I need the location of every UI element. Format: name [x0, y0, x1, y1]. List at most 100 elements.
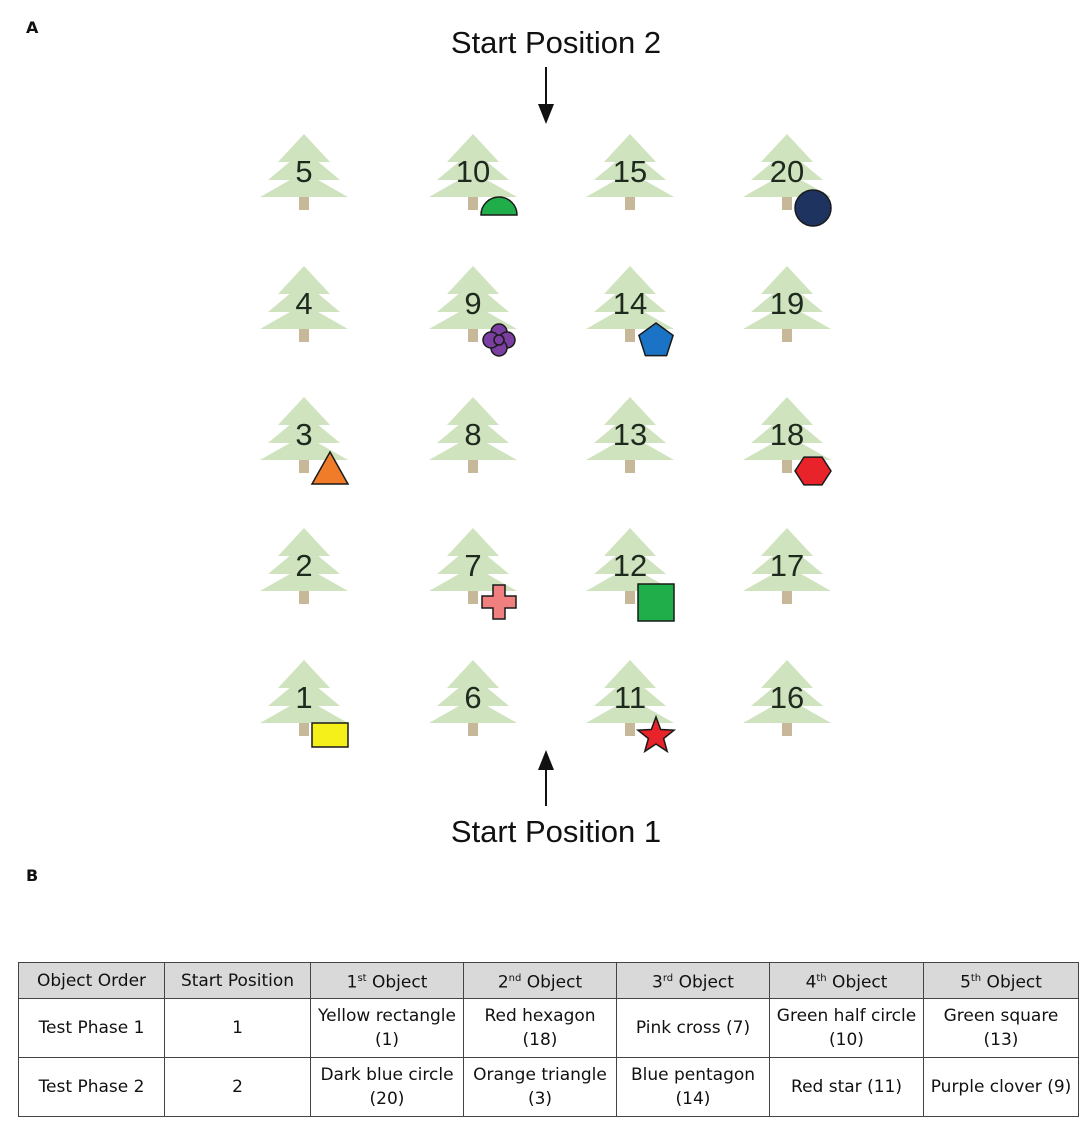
- tree-number: 12: [613, 548, 647, 583]
- panel-label-a: A: [26, 18, 39, 37]
- object-star: [635, 714, 677, 754]
- table-cell: Dark blue circle (20): [310, 1057, 464, 1117]
- tree-foliage: [761, 528, 813, 556]
- tree-6: 6: [429, 660, 517, 736]
- tree-trunk: [625, 720, 635, 736]
- tree-foliage: [447, 660, 499, 688]
- header-4th-object: 4th Object: [769, 962, 924, 999]
- tree-foliage: [437, 282, 509, 312]
- tree-number: 4: [295, 286, 312, 321]
- object-square: [637, 583, 675, 622]
- tree-foliage: [437, 544, 509, 574]
- tree-11: 11: [586, 660, 674, 736]
- tree-number: 13: [613, 417, 647, 452]
- tree-number: 2: [295, 548, 312, 583]
- tree-foliage: [268, 413, 340, 443]
- tree-foliage: [751, 282, 823, 312]
- tree-number: 14: [613, 286, 647, 321]
- object-pentagon: [638, 322, 674, 357]
- tree-trunk: [299, 457, 309, 473]
- tree-number: 8: [464, 417, 481, 452]
- maze-map: Start Position 2 12345678910111213141516…: [260, 25, 832, 849]
- tree-trunk: [299, 588, 309, 604]
- tree-number: 3: [295, 417, 312, 452]
- tree-foliage: [278, 266, 330, 294]
- tree-17: 17: [743, 528, 831, 604]
- tree-foliage: [437, 676, 509, 706]
- table-cell: Test Phase 2: [18, 1057, 165, 1117]
- tree-foliage: [447, 134, 499, 162]
- tree-number: 7: [464, 548, 481, 583]
- tree-foliage: [260, 566, 348, 591]
- object-hexagon: [794, 456, 832, 486]
- tree-foliage: [761, 660, 813, 688]
- tree-foliage: [278, 660, 330, 688]
- tree-number: 6: [464, 680, 481, 715]
- tree-trunk: [782, 457, 792, 473]
- tree-foliage: [586, 172, 674, 197]
- tree-number: 5: [295, 154, 312, 189]
- tree-trunk: [468, 720, 478, 736]
- tree-10: 10: [429, 134, 517, 210]
- tree-foliage: [594, 150, 666, 180]
- tree-number: 16: [770, 680, 804, 715]
- tree-trunk: [625, 457, 635, 473]
- tree-foliage: [761, 266, 813, 294]
- tree-foliage: [260, 698, 348, 723]
- tree-foliage: [260, 304, 348, 329]
- tree-foliage: [594, 544, 666, 574]
- tree-9: 9: [429, 266, 517, 342]
- tree-trunk: [468, 588, 478, 604]
- tree-13: 13: [586, 397, 674, 473]
- tree-number: 20: [770, 154, 804, 189]
- tree-number: 11: [614, 680, 646, 715]
- table-cell: Yellow rectangle (1): [310, 998, 464, 1058]
- table-row: Test Phase 2 2 Dark blue circle (20) Ora…: [18, 1057, 1079, 1117]
- tree-foliage: [604, 660, 656, 688]
- tree-foliage: [447, 266, 499, 294]
- tree-foliage: [751, 150, 823, 180]
- tree-foliage: [604, 528, 656, 556]
- header-object-order: Object Order: [18, 962, 165, 999]
- tree-number: 17: [770, 548, 804, 583]
- tree-2: 2: [260, 528, 348, 604]
- table-cell: 1: [164, 998, 311, 1058]
- table-header-row: Object Order Start Position 1st Object 2…: [18, 962, 1079, 999]
- tree-foliage: [751, 413, 823, 443]
- table-cell: Orange triangle (3): [463, 1057, 617, 1117]
- table-cell: Test Phase 1: [18, 998, 165, 1058]
- tree-15: 15: [586, 134, 674, 210]
- object-circle: [794, 189, 832, 227]
- tree-18: 18: [743, 397, 831, 473]
- object-clover: [482, 323, 516, 357]
- tree-trunk: [299, 720, 309, 736]
- object-layer: [310, 189, 832, 754]
- tree-trunk: [468, 326, 478, 342]
- tree-foliage: [751, 544, 823, 574]
- tree-foliage: [278, 134, 330, 162]
- table-cell: Green square (13): [923, 998, 1079, 1058]
- tree-trunk: [625, 194, 635, 210]
- tree-foliage: [743, 304, 831, 329]
- panel-label-b: B: [26, 866, 39, 885]
- tree-trunk: [299, 326, 309, 342]
- start-position-2-label: Start Position 2: [451, 25, 661, 60]
- tree-foliage: [429, 172, 517, 197]
- tree-foliage: [761, 134, 813, 162]
- tree-foliage: [594, 282, 666, 312]
- table-cell: Red hexagon (18): [463, 998, 617, 1058]
- tree-foliage: [604, 266, 656, 294]
- tree-foliage: [268, 282, 340, 312]
- tree-foliage: [594, 413, 666, 443]
- tree-foliage: [586, 698, 674, 723]
- tree-foliage: [429, 435, 517, 460]
- tree-foliage: [278, 528, 330, 556]
- tree-trunk: [468, 194, 478, 210]
- header-3rd-object: 3rd Object: [616, 962, 770, 999]
- tree-14: 14: [586, 266, 674, 342]
- table-cell: Pink cross (7): [616, 998, 770, 1058]
- table-row: Test Phase 1 1 Yellow rectangle (1) Red …: [18, 998, 1079, 1058]
- tree-trunk: [782, 720, 792, 736]
- tree-foliage: [594, 676, 666, 706]
- tree-foliage: [260, 172, 348, 197]
